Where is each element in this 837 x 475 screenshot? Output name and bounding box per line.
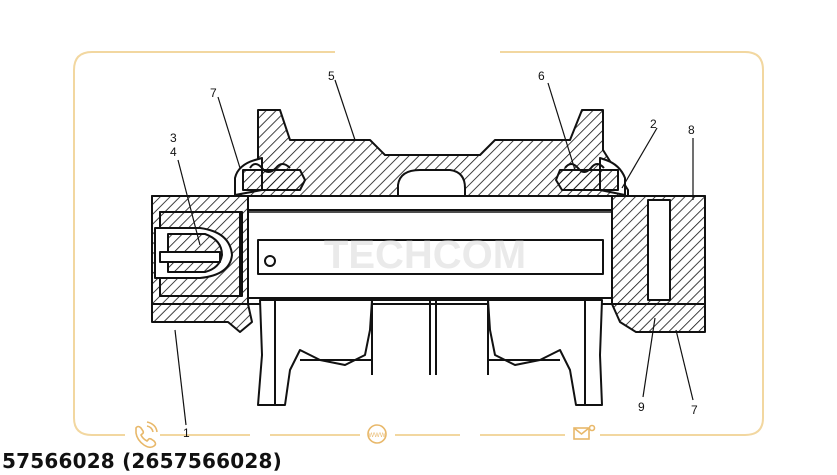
left-seal <box>242 169 306 191</box>
www-icon: WWW <box>367 424 387 444</box>
callout-1: 1 <box>183 426 190 440</box>
right-end-bore <box>647 199 671 301</box>
callout-7-top: 7 <box>210 86 217 100</box>
frame-border <box>73 51 764 436</box>
callout-3: 3 <box>170 131 177 145</box>
callout-9: 9 <box>638 400 645 414</box>
leader-lines <box>174 79 694 426</box>
callouts: 5 6 7 3 4 2 8 1 9 7 <box>170 69 698 440</box>
phone-icon <box>135 421 158 449</box>
callout-6: 6 <box>538 69 545 83</box>
right-seal <box>555 169 619 191</box>
shaft-pin-hole <box>264 255 276 267</box>
mail-icon <box>573 424 596 440</box>
watermark: TECHCOM <box>324 233 526 277</box>
callout-4: 4 <box>170 145 177 159</box>
callout-5: 5 <box>328 69 335 83</box>
part-number-caption: 57566028 (2657566028) <box>2 449 282 473</box>
left-pin <box>159 251 221 263</box>
roller-assembly <box>151 109 706 406</box>
bottom-right-flange <box>611 303 706 333</box>
bottom-left-flange <box>151 303 253 333</box>
callout-7-bottom: 7 <box>691 403 698 417</box>
left-seal-group <box>234 157 306 196</box>
shaft-core <box>257 239 604 275</box>
right-seal-group <box>555 157 626 196</box>
watermark-brand: TECHCOM <box>324 233 526 277</box>
callout-2: 2 <box>650 117 657 131</box>
callout-8: 8 <box>688 123 695 137</box>
svg-text:WWW: WWW <box>369 433 386 439</box>
